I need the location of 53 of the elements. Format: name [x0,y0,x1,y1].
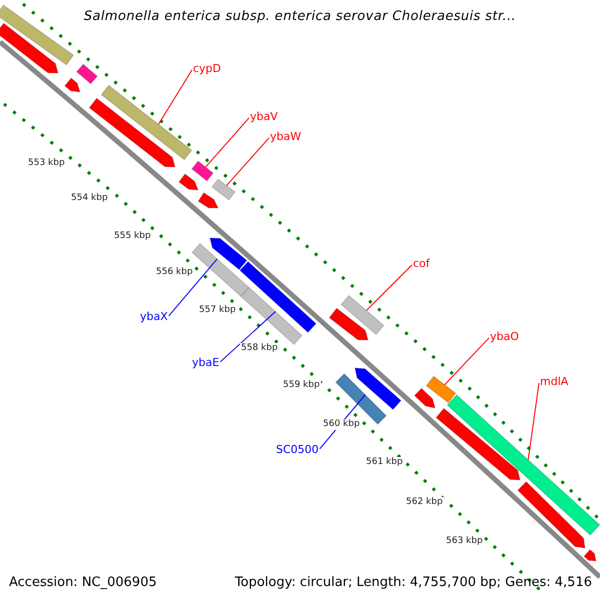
gene-label: cof [413,257,430,270]
gene-label: cypD [193,62,222,76]
gene-bar [76,64,98,84]
gene-bar [239,260,317,334]
scale-label: 559 kbp [282,380,321,391]
gene-label: ybaX [140,310,168,324]
gene-feature [209,237,248,270]
scale-label: 554 kbp [70,193,109,204]
leader-line [366,264,412,311]
leader-line [158,69,192,125]
leader-line [220,311,276,362]
gene-feature [178,173,199,191]
scale-label: 562 kbp [405,497,444,508]
gene-bar [100,84,192,160]
gene-feature [435,408,521,481]
gene-feature [328,308,369,340]
leader-line [528,382,540,460]
gene-bar [340,294,385,336]
scale-label: 556 kbp [155,267,194,278]
gene-feature [354,367,402,410]
gene-label: ybaE [192,356,220,370]
footer-text: Topology: circular; Length: 4,755,700 bp; Genes: 4,516 [234,575,592,591]
gene-bar [446,394,600,536]
gene-bar [211,178,236,201]
gene-bar [191,160,214,182]
leader-line [226,137,270,186]
leader-line [168,258,218,316]
scale-label: 561 kbp [365,457,404,468]
gene-label: ybaV [250,110,278,124]
gene-feature [0,22,59,74]
gene-feature [64,77,81,93]
scale-label: 553 kbp [27,158,66,169]
gene-feature [414,388,436,409]
leader-line [205,117,250,168]
gene-feature [198,192,219,209]
gene-label: ybaW [270,130,302,144]
scale-label: 555 kbp [113,231,152,242]
gene-feature [88,98,176,168]
gene-bar [0,4,74,66]
scale-label: 563 kbp [445,536,484,547]
scale-label: 558 kbp [240,343,279,354]
gene-bar [191,242,250,298]
gene-bar [426,376,456,404]
gene-feature [583,548,597,562]
leader-line [444,337,490,386]
gene-label: ybaO [490,330,519,344]
gene-label: SC0500 [276,443,319,456]
title: Salmonella enterica subsp. enterica serovar Choleraesuis str... [82,9,518,25]
scale-label: 557 kbp [198,305,237,316]
footer-text: Accession: NC_006905 [9,575,157,591]
gene-feature [517,481,586,549]
scale-label: 560 kbp [322,419,361,430]
gene-label: mdlA [540,375,568,388]
